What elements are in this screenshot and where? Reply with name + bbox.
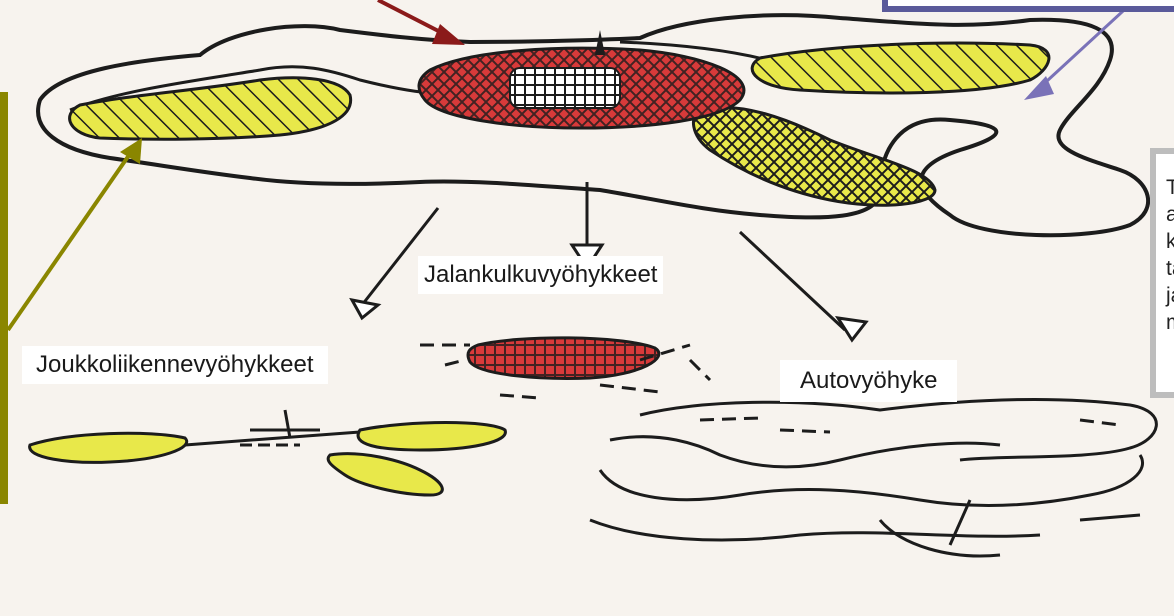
transit-zones-label: Joukkoliikennevyöhykkeet <box>22 346 328 384</box>
transit-zone-small <box>30 410 506 495</box>
pedestrian-zone-core <box>419 30 744 128</box>
transit-zone-east <box>752 43 1049 93</box>
car-zone-network <box>590 400 1156 556</box>
side-note-line: ta <box>1156 255 1174 282</box>
callout-arrow-olive <box>8 138 142 330</box>
side-note-line: ja <box>1156 282 1174 309</box>
transit-zone-southeast <box>693 107 935 205</box>
pedestrian-zone-small <box>420 338 710 398</box>
side-note-line: T <box>1156 174 1174 201</box>
top-callout-box <box>882 0 1174 12</box>
split-arrow-right <box>740 232 866 340</box>
car-zone-label: Autovyöhyke <box>780 360 957 402</box>
side-note-line: a <box>1156 201 1174 228</box>
side-note-line: k <box>1156 228 1174 255</box>
side-note-box: T a k ta ja m <box>1150 148 1174 398</box>
side-note-line: m <box>1156 309 1174 336</box>
transit-callout-bar <box>0 92 8 504</box>
pedestrian-zones-label: Jalankulkuvyöhykkeet <box>418 256 663 294</box>
transit-zone-west <box>70 78 351 139</box>
